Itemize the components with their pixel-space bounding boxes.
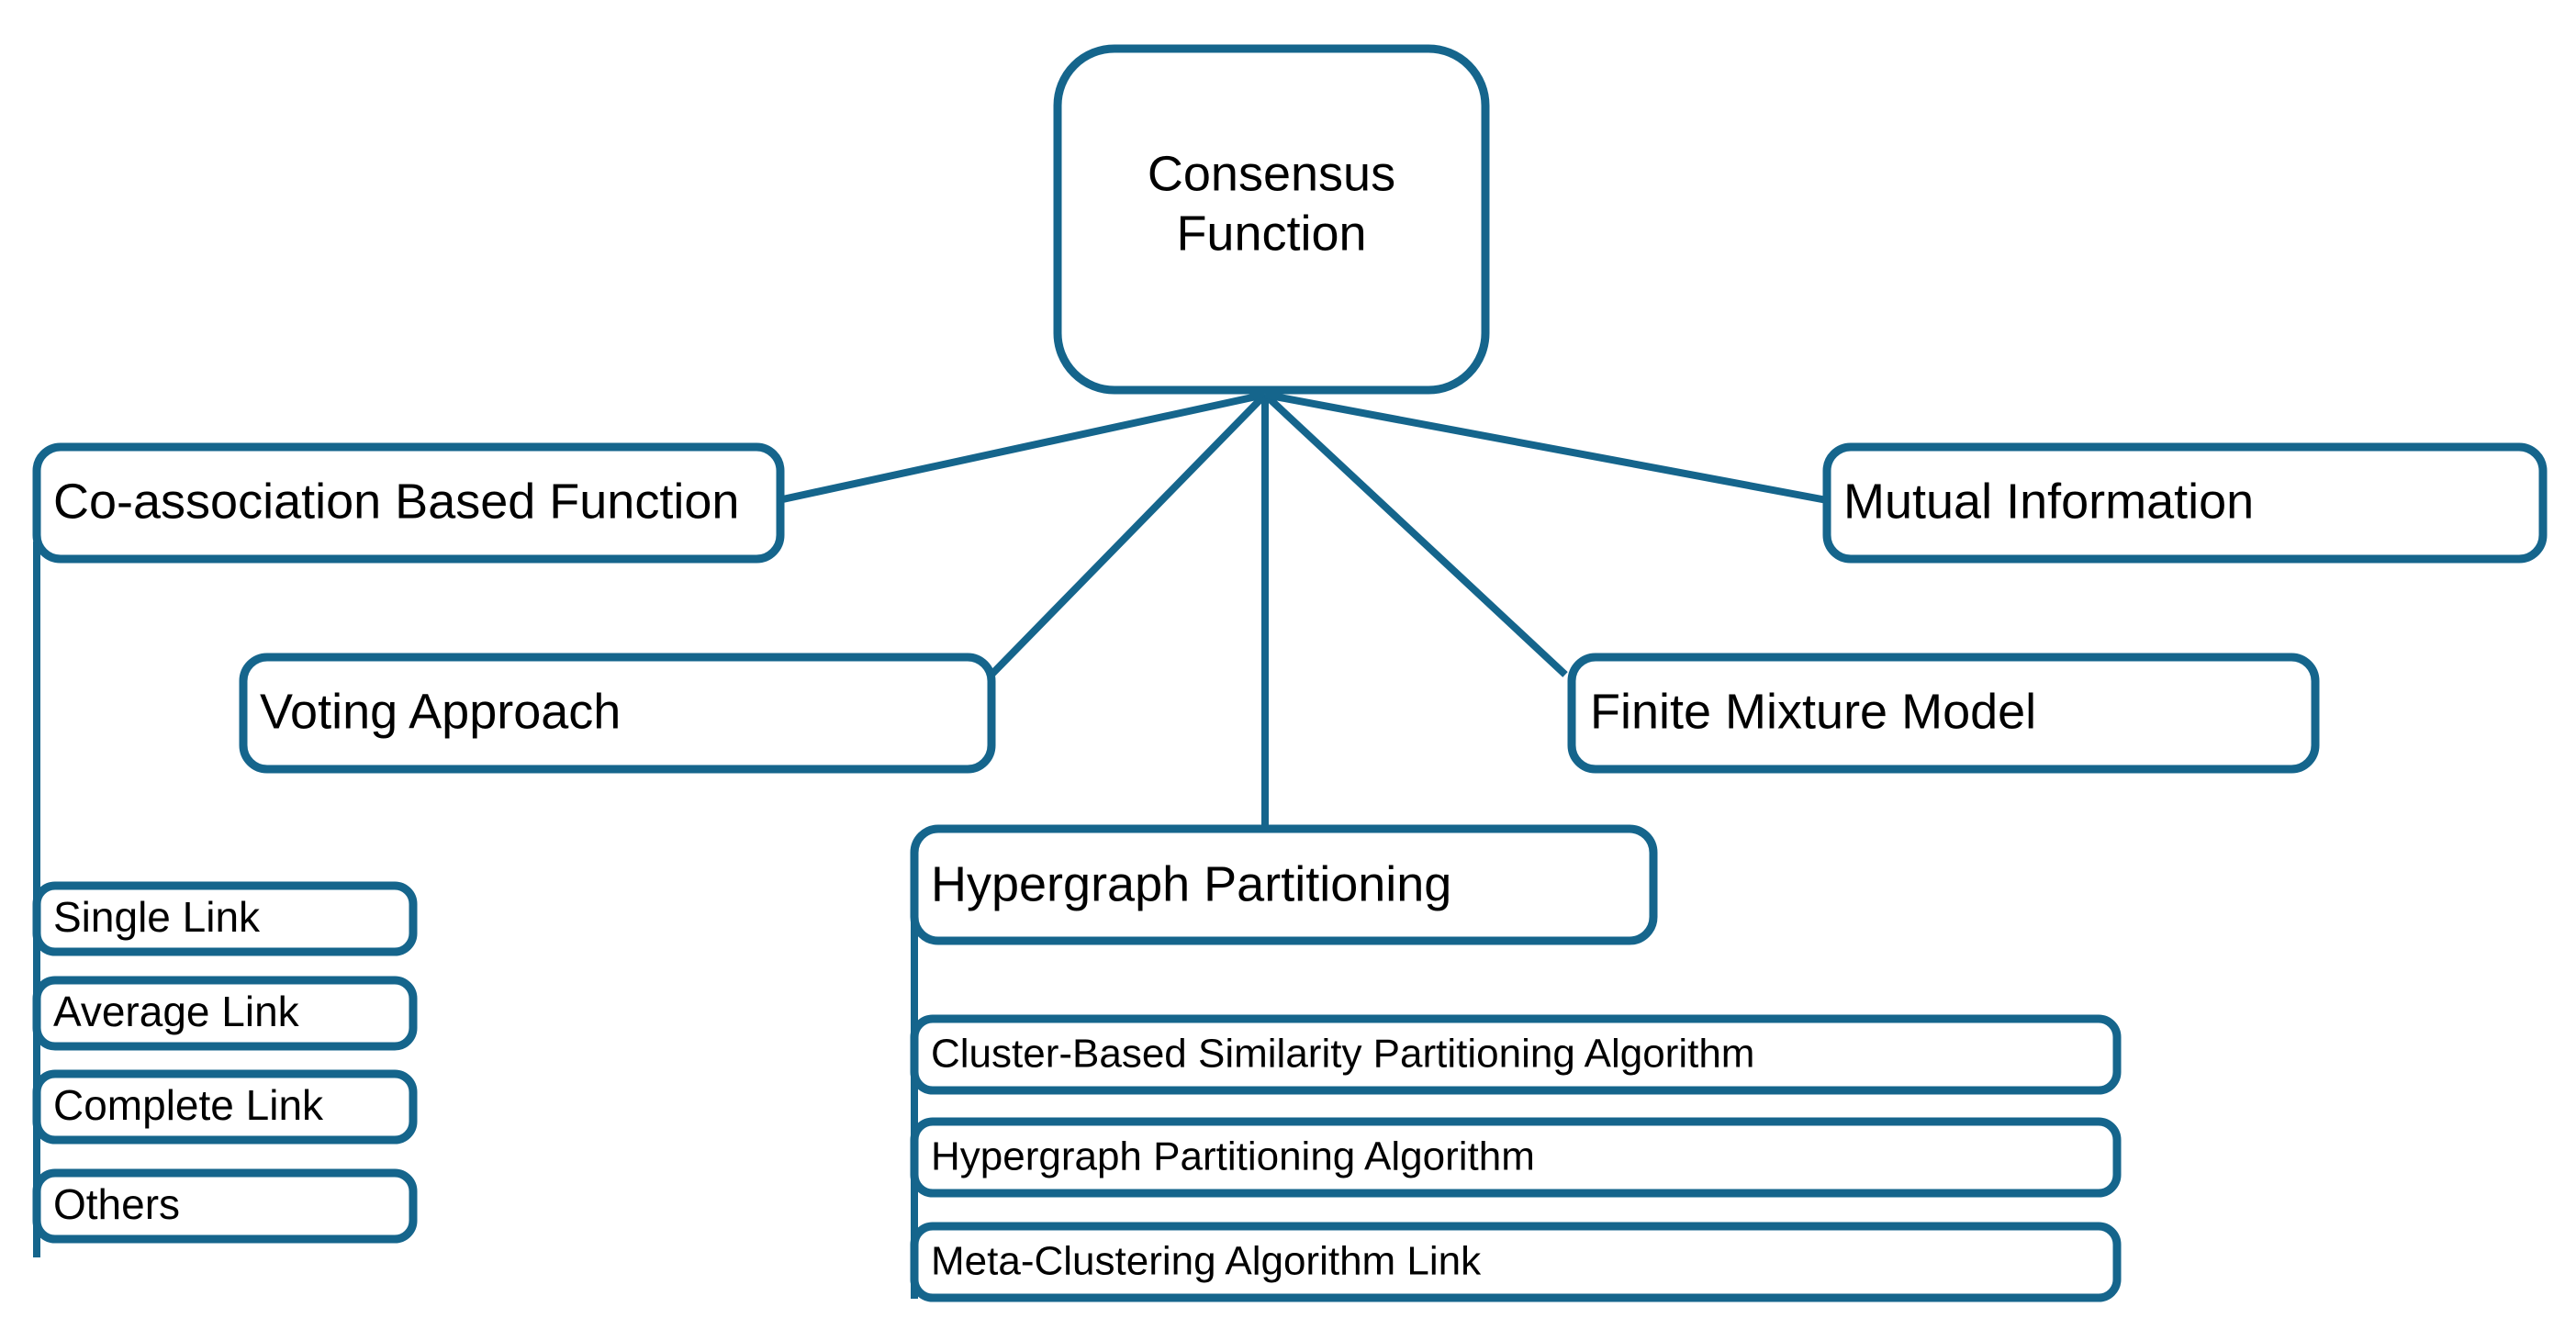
node-consensus-function[interactable]: Consensus Function xyxy=(1053,44,1490,395)
edge-root-to-voting-approach xyxy=(989,392,1268,677)
meta-clustering-algorithm-link-box[interactable] xyxy=(910,1222,2122,1302)
cluster-based-similarity-partitioning-algorithm-label: Cluster-Based Similarity Partitioning Al… xyxy=(931,1032,1754,1077)
single-link-label: Single Link xyxy=(53,893,261,941)
co-association-based-function-label: Co-association Based Function xyxy=(53,474,739,529)
co-association-based-function-box[interactable] xyxy=(32,442,785,564)
edge-root-to-finite-mixture-model xyxy=(1262,392,1568,677)
average-link-box[interactable] xyxy=(32,976,418,1051)
node-voting-approach[interactable]: Voting Approach xyxy=(239,653,996,774)
voting-approach-box[interactable] xyxy=(239,653,996,774)
complete-link-label: Complete Link xyxy=(53,1081,324,1129)
consensus-function-label-line2: Function xyxy=(1176,206,1366,261)
node-co-association-based-function[interactable]: Co-association Based Function xyxy=(32,442,785,564)
single-link-box[interactable] xyxy=(32,881,418,956)
cluster-based-similarity-partitioning-algorithm-box[interactable] xyxy=(910,1014,2122,1095)
node-cluster-based-similarity-partitioning-algorithm[interactable]: Cluster-Based Similarity Partitioning Al… xyxy=(910,1014,2122,1095)
meta-clustering-algorithm-link-label: Meta-Clustering Algorithm Link xyxy=(931,1239,1482,1284)
hypergraph-partitioning-box[interactable] xyxy=(910,824,1658,945)
average-link-label: Average Link xyxy=(53,988,300,1035)
edge-root-to-mutual-information xyxy=(1264,391,1828,504)
complete-link-box[interactable] xyxy=(32,1069,418,1145)
finite-mixture-model-label: Finite Mixture Model xyxy=(1590,684,2036,739)
finite-mixture-model-box[interactable] xyxy=(1567,653,2320,774)
voting-approach-label: Voting Approach xyxy=(260,684,621,739)
node-others[interactable]: Others xyxy=(32,1168,418,1244)
node-mutual-information[interactable]: Mutual Information xyxy=(1822,442,2548,564)
node-hypergraph-partitioning-algorithm[interactable]: Hypergraph Partitioning Algorithm xyxy=(910,1117,2122,1198)
others-box[interactable] xyxy=(32,1168,418,1244)
node-complete-link[interactable]: Complete Link xyxy=(32,1069,418,1145)
mutual-information-box[interactable] xyxy=(1822,442,2548,564)
edge-root-to-co-association xyxy=(778,391,1266,504)
node-hypergraph-partitioning[interactable]: Hypergraph Partitioning xyxy=(910,824,1658,945)
node-finite-mixture-model[interactable]: Finite Mixture Model xyxy=(1567,653,2320,774)
node-single-link[interactable]: Single Link xyxy=(32,881,418,956)
hypergraph-partitioning-algorithm-label: Hypergraph Partitioning Algorithm xyxy=(931,1134,1535,1179)
node-meta-clustering-algorithm-link[interactable]: Meta-Clustering Algorithm Link xyxy=(910,1222,2122,1302)
hypergraph-partitioning-label: Hypergraph Partitioning xyxy=(931,856,1451,911)
node-average-link[interactable]: Average Link xyxy=(32,976,418,1051)
mutual-information-label: Mutual Information xyxy=(1843,474,2254,529)
hypergraph-partitioning-algorithm-box[interactable] xyxy=(910,1117,2122,1198)
consensus-function-label-line1: Consensus xyxy=(1148,146,1395,201)
consensus-function-box[interactable] xyxy=(1053,44,1490,395)
others-label: Others xyxy=(53,1180,180,1228)
